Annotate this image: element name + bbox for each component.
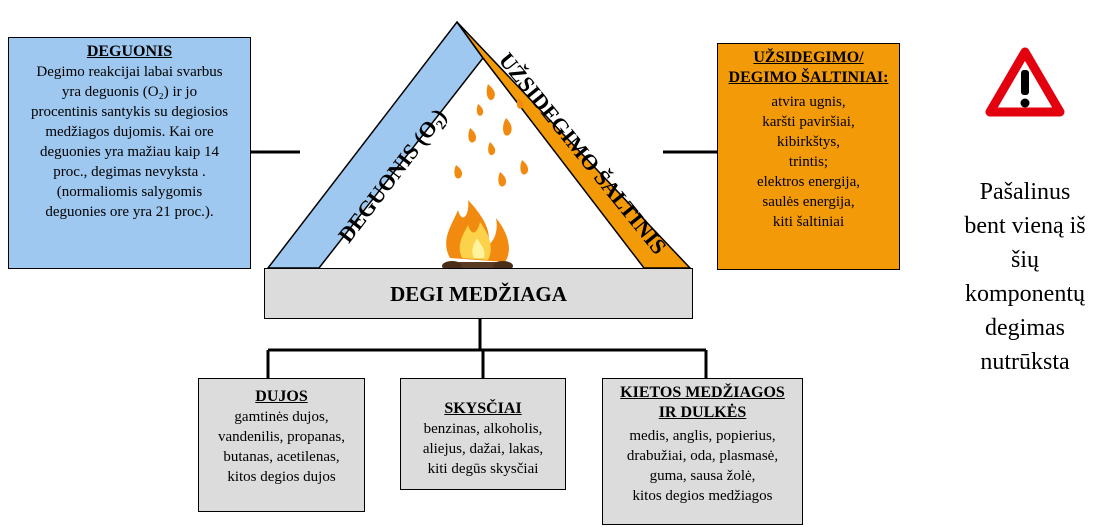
warning-line: šių (1010, 247, 1039, 273)
warning-line: degimas (985, 315, 1065, 341)
liquid-box: SKYSČIAI benzinas, alkoholis, aliejus, d… (400, 378, 566, 490)
ignition-line: kiti šaltiniai (772, 214, 845, 230)
ignition-line: karšti paviršiai, (762, 114, 855, 130)
warning-triangle-icon (985, 47, 1065, 117)
liquid-line: kiti degūs skysčiai (427, 461, 539, 477)
solid-line: kitos degios medžiagos (632, 488, 773, 504)
oxygen-line: deguonies ore yra 21 proc.). (45, 204, 214, 220)
gas-line: butanas, acetilenas, (223, 449, 340, 465)
gas-line: gamtinės dujos, (234, 409, 329, 425)
liquid-line: benzinas, alkoholis, (423, 421, 543, 437)
solid-title-1: KIETOS MEDŽIAGOS (620, 384, 785, 401)
warning-note: Pašalinus bent vieną iš šių komponentų d… (950, 175, 1100, 379)
solid-box: KIETOS MEDŽIAGOS IR DULKĖS medis, anglis… (602, 378, 803, 525)
gas-box: DUJOS gamtinės dujos, vandenilis, propan… (198, 378, 365, 512)
warning-line: komponentų (965, 281, 1085, 307)
solid-line: medis, anglis, popierius, (629, 428, 776, 444)
solid-line: drabužiai, oda, plasmasė, (626, 448, 779, 464)
ignition-info-box: UŽSIDEGIMO/ DEGIMO ŠALTINIAI: atvira ugn… (717, 43, 900, 270)
fire-icon (442, 84, 529, 271)
ignition-line: saulės energija, (762, 194, 855, 210)
ignition-line: elektros energija, (756, 174, 860, 190)
gas-title: DUJOS (255, 388, 308, 405)
oxygen-line: yra deguonis (O₂) ir jo (61, 84, 198, 100)
oxygen-line: proc., degimas nevyksta . (53, 164, 206, 180)
liquid-line: aliejus, dažai, lakas, (422, 441, 544, 457)
triangle-label-ignition: UŽSIDEGIMO ŠALTINIS (494, 48, 672, 259)
oxygen-text: Degimo reakcijai labai svarbus yra deguo… (9, 62, 250, 222)
gas-line: kitos degios dujos (227, 469, 336, 485)
oxygen-line: procentinis santykis su degiosios (30, 104, 229, 120)
oxygen-line: deguonies yra mažiau kaip 14 (39, 144, 220, 160)
ignition-text: atvira ugnis, karšti paviršiai, kibirkšt… (718, 92, 899, 232)
liquid-title: SKYSČIAI (444, 400, 522, 417)
oxygen-line: medžiagos dujomis. Kai ore (45, 124, 214, 140)
oxygen-info-box: DEGUONIS Degimo reakcijai labai svarbus … (8, 37, 251, 269)
ignition-title-1: UŽSIDEGIMO/ (753, 49, 864, 66)
ignition-title-2: DEGIMO ŠALTINIAI: (728, 69, 889, 86)
gas-line: vandenilis, propanas, (217, 429, 346, 445)
warning-line: bent vieną iš (964, 213, 1086, 239)
warning-line: nutrūksta (980, 349, 1070, 375)
ignition-line: atvira ugnis, (771, 94, 846, 110)
warning-line: Pašalinus (979, 179, 1071, 205)
solid-line: guma, sausa žolė, (649, 468, 756, 484)
solid-title-2: IR DULKĖS (658, 404, 747, 421)
ignition-line: trintis; (788, 154, 829, 170)
oxygen-line: Degimo reakcijai labai svarbus (36, 64, 223, 80)
fuel-box: DEGI MEDŽIAGA (264, 268, 693, 319)
oxygen-line: (normaliomis salygomis (56, 184, 203, 200)
ignition-line: kibirkštys, (777, 134, 840, 150)
oxygen-title: DEGUONIS (86, 43, 173, 60)
